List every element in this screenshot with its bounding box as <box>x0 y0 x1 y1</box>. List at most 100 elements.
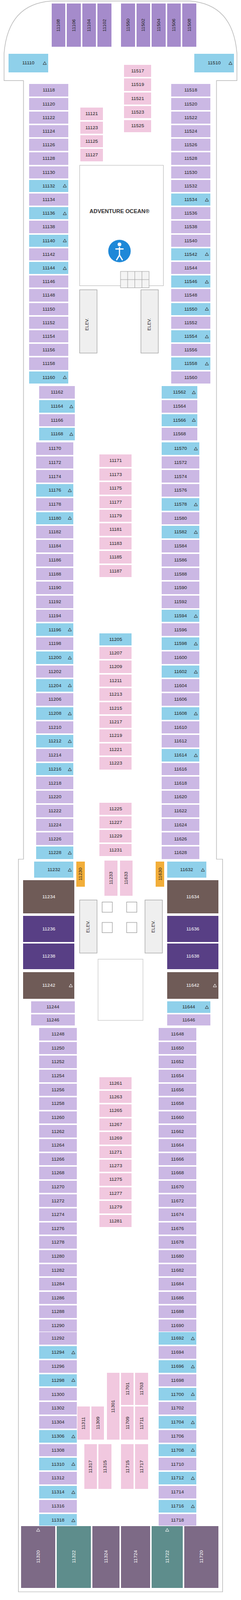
cabin-box: 11272 <box>38 1192 77 1207</box>
cabin-box: 11202 <box>35 664 74 678</box>
cabin-box: 11558 <box>170 356 211 370</box>
cabin-box: 11175 <box>98 480 133 495</box>
sofa-triangle <box>193 446 198 450</box>
cabin-box: 11544 <box>170 261 211 275</box>
label-text: ELEV. <box>84 317 90 331</box>
cabin-box: 11230 <box>75 860 86 887</box>
cabin-number: 11532 <box>184 183 198 189</box>
cabin-box: 11207 <box>98 645 133 659</box>
cabin-number: 11582 <box>174 528 188 534</box>
cabin-number: 11580 <box>174 515 188 521</box>
sofa-triangle <box>71 1432 75 1436</box>
cabin-box: 11279 <box>98 1198 133 1213</box>
cabin-number: 11186 <box>48 556 62 562</box>
cabin-box: 11298 <box>38 1372 77 1386</box>
cabin-number: 11704 <box>171 1417 185 1423</box>
cabin-box: 11263 <box>98 1089 133 1103</box>
cabin-number: 11606 <box>174 695 188 701</box>
sofa-triangle <box>71 1377 75 1381</box>
cabin-box: 11128 <box>28 151 69 165</box>
stair-lines <box>120 271 150 288</box>
cabin-number: 11162 <box>50 389 64 395</box>
cabin-number: 11150 <box>42 306 56 312</box>
cabin-number: 11648 <box>171 1030 185 1036</box>
cabin-box: 11311 <box>76 1404 91 1439</box>
cabin-box: 11215 <box>98 700 133 714</box>
cabin-number: 11260 <box>51 1113 65 1119</box>
cabin-number: 11308 <box>51 1446 65 1452</box>
sofa-triangle <box>205 1004 209 1008</box>
cabin-box: 11290 <box>38 1317 77 1332</box>
cabin-number: 11140 <box>42 237 56 244</box>
cabin-number: 11674 <box>171 1210 185 1216</box>
cabin-number: 11688 <box>171 1307 185 1313</box>
cabin-number: 11192 <box>48 598 62 604</box>
cabin-box: 11604 <box>161 677 200 692</box>
sofa-symbol <box>36 1526 41 1530</box>
cabin-box: 11642 <box>166 970 220 999</box>
cabin-number: 11564 <box>173 403 187 409</box>
cabin-number: 11320 <box>35 1548 41 1562</box>
cabin-number: 11709 <box>125 1414 131 1428</box>
cabin-box: 11711 <box>134 1404 149 1439</box>
cabin-box: 11234 <box>22 878 76 913</box>
cabin-number: 11678 <box>171 1238 185 1244</box>
cabin-number: 11309 <box>95 1414 101 1428</box>
cabin-box: 11648 <box>158 1026 197 1040</box>
cabin-number: 11550 <box>184 306 198 312</box>
cabin-box: 11294 <box>38 1344 77 1358</box>
cabin-box: 11550 <box>120 3 136 48</box>
sofa-symbol <box>42 61 47 65</box>
cabin-number: 11562 <box>173 389 187 395</box>
elevator-block <box>79 898 98 952</box>
cabin-number: 11618 <box>174 779 188 785</box>
cabin-number: 11152 <box>42 319 56 325</box>
cabin-number: 11612 <box>174 737 188 743</box>
cabin-number: 11628 <box>174 849 188 855</box>
sofa-symbol <box>67 488 72 492</box>
cabin-box: 11574 <box>161 468 200 483</box>
cabin-box: 11183 <box>98 536 133 550</box>
cabin-number: 11526 <box>184 142 198 148</box>
cabin-number: 11626 <box>174 835 188 841</box>
cabin-box: 11542 <box>170 247 211 261</box>
cabin-number: 11522 <box>184 114 198 120</box>
cabin-number: 11708 <box>171 1446 185 1452</box>
cabin-number: 11263 <box>108 1093 123 1099</box>
cabin-number: 11519 <box>131 81 145 87</box>
cabin-box: 11506 <box>166 3 182 48</box>
sofa-triangle <box>205 280 209 284</box>
cabin-box: 11654 <box>158 1067 197 1082</box>
cabin-box: 11703 <box>134 1370 149 1404</box>
cabin-number: 11646 <box>182 1016 196 1022</box>
cabin-number: 11183 <box>109 540 123 546</box>
cabin-box: 11318 <box>38 1511 77 1526</box>
cabin-number: 11254 <box>51 1071 65 1077</box>
cabin-number: 11110 <box>22 60 35 66</box>
cabin-box: 11320 <box>20 1523 56 1587</box>
cabin-box: 11660 <box>158 1109 197 1124</box>
cabin-number: 11242 <box>42 981 56 987</box>
stair-square <box>126 921 137 932</box>
sofa-symbol <box>67 682 72 687</box>
cabin-box: 11177 <box>98 495 133 509</box>
cabin-box: 11227 <box>98 814 133 828</box>
cabin-number: 11318 <box>51 1515 65 1521</box>
cabin-number: 11236 <box>42 925 56 931</box>
cabin-box: 11646 <box>166 1012 211 1025</box>
cabin-number: 11300 <box>51 1390 65 1396</box>
elevator-block <box>145 898 163 952</box>
cabin-number: 11252 <box>51 1057 65 1063</box>
cabin-number: 11670 <box>171 1182 185 1188</box>
cabin-number: 11209 <box>108 663 123 669</box>
cabin-number: 11317 <box>87 1458 93 1472</box>
cabin-number: 11178 <box>48 501 62 507</box>
cabin-number: 11168 <box>50 430 64 436</box>
sofa-triangle <box>68 867 72 871</box>
cabin-box: 11704 <box>158 1413 197 1428</box>
cabin-box: 11300 <box>38 1385 77 1400</box>
cabin-number: 11217 <box>108 718 123 724</box>
sofa-triangle <box>190 1391 195 1395</box>
cabin-box: 11168 <box>38 426 75 441</box>
cabin-box: 11220 <box>35 789 74 803</box>
